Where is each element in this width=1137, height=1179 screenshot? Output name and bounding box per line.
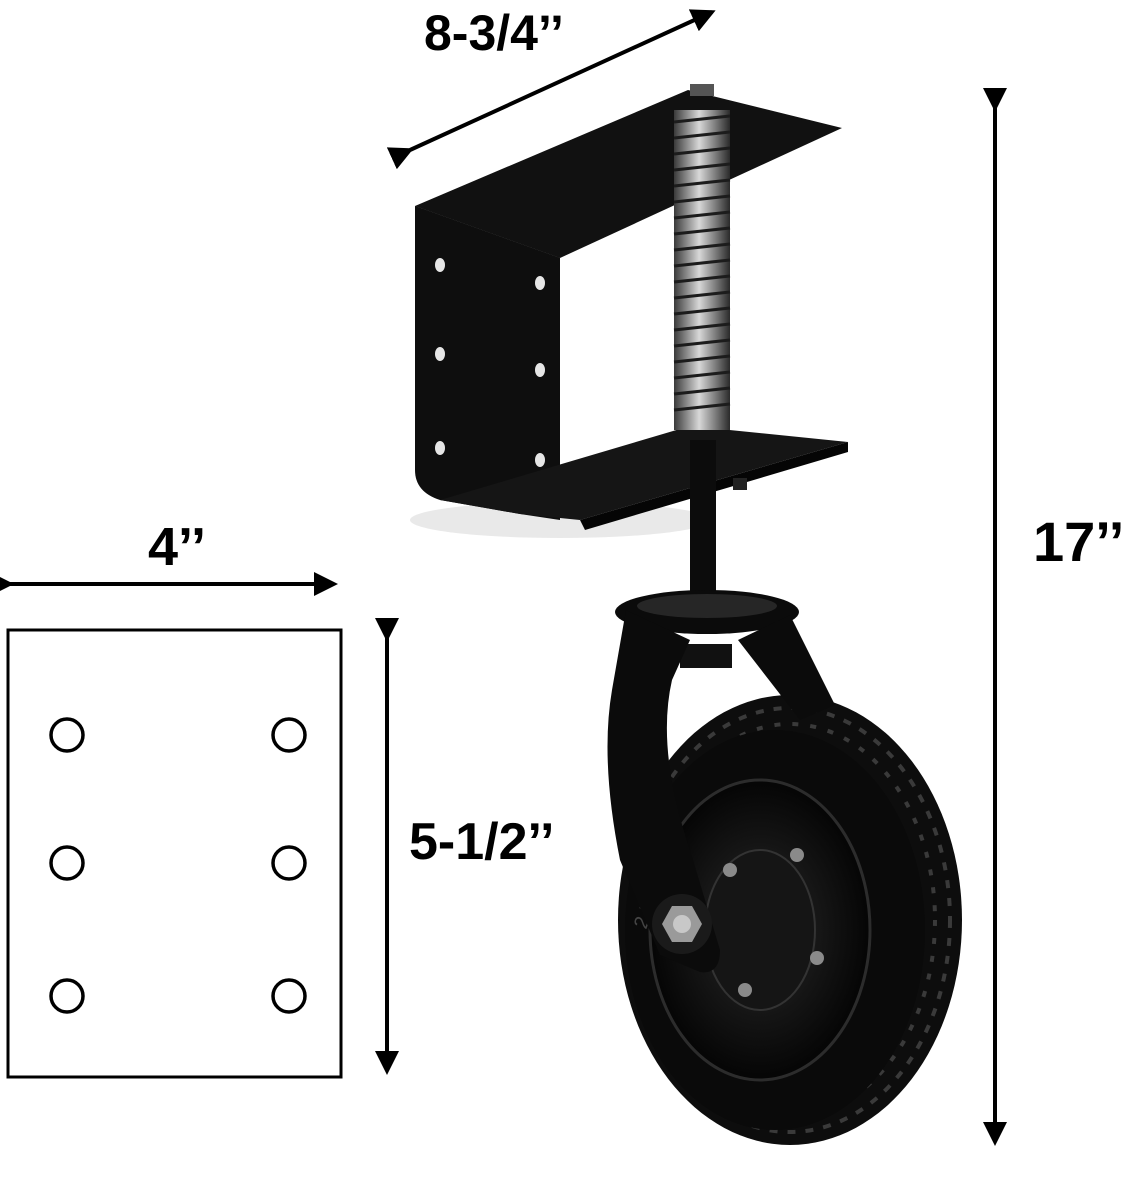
dimension-arrows (0, 9, 1007, 1146)
bracket-top-plate (415, 90, 842, 258)
mounting-hole (271, 978, 307, 1014)
mounting-plate (6, 628, 343, 1079)
gate-wheel-product: 2.50 (410, 84, 962, 1145)
top-width-label: 8-3/4’’ (424, 5, 564, 61)
plate-height-label: 5-1/2’’ (409, 813, 555, 871)
fork-arm (607, 610, 720, 973)
overall-height-label: 17’’ (1033, 510, 1125, 573)
mounting-hole (271, 717, 307, 753)
top-width-arrow (386, 9, 716, 170)
bracket-bottom-plate (440, 426, 848, 520)
stem (690, 440, 716, 598)
spring (673, 84, 731, 430)
plate-width-label: 4’’ (148, 517, 207, 577)
wheel: 2.50 (618, 695, 962, 1145)
bracket-holes (435, 258, 545, 467)
mounting-hole (49, 845, 85, 881)
bracket-side-plate (415, 206, 560, 520)
axle-nut (652, 894, 712, 954)
mounting-hole (49, 717, 85, 753)
mounting-hole (49, 978, 85, 1014)
mounting-hole (271, 845, 307, 881)
